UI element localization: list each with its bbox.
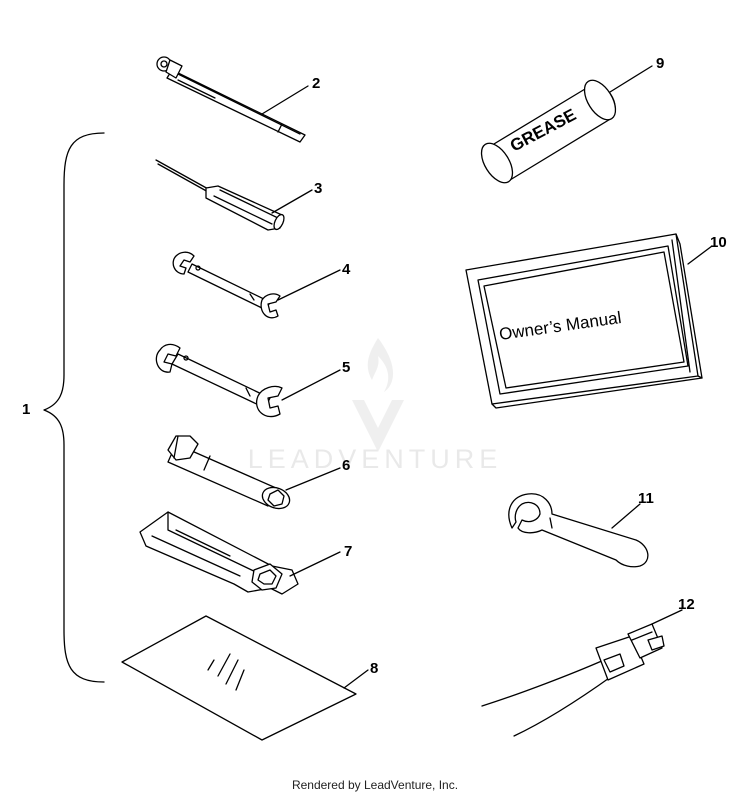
owners-manual: Owner’s Manual (465, 233, 703, 409)
callout-6: 6 (342, 457, 350, 474)
leader-12 (651, 609, 683, 625)
callout-5: 5 (342, 359, 350, 376)
leader-11 (611, 503, 641, 529)
callout-7: 7 (344, 543, 352, 560)
tube-socket-wrench (167, 435, 291, 510)
large-wrench (155, 343, 283, 418)
parts-diagram: LEADVENTURE (22, 55, 727, 741)
leader-5 (281, 369, 341, 401)
grease-tube: GREASE (480, 79, 617, 184)
leader-4 (277, 269, 341, 301)
callout-9: 9 (656, 55, 664, 72)
callout-2: 2 (312, 75, 320, 92)
hook-spanner (508, 493, 649, 568)
callout-12: 12 (678, 596, 695, 613)
small-wrench (172, 251, 281, 319)
leader-8 (343, 669, 369, 689)
callout-3: 3 (314, 180, 322, 197)
watermark-text: LEADVENTURE (248, 444, 503, 474)
kit-brace (43, 132, 105, 683)
leader-10 (687, 245, 713, 265)
gauge-tool (156, 56, 306, 143)
callout-4: 4 (342, 261, 351, 278)
footer-credit: Rendered by LeadVenture, Inc. (291, 778, 459, 792)
screwdriver (155, 159, 285, 231)
leader-6 (285, 467, 341, 491)
callout-1: 1 (22, 401, 30, 418)
callout-11: 11 (638, 490, 654, 507)
callout-8: 8 (370, 660, 378, 677)
callout-10: 10 (710, 234, 727, 251)
leader-7 (289, 551, 341, 577)
tool-bag (121, 615, 357, 741)
wrench-handle (139, 511, 299, 595)
wire-connector (481, 623, 665, 737)
leader-2 (261, 85, 309, 115)
leadventure-watermark: LEADVENTURE (248, 338, 503, 474)
leader-9 (609, 65, 653, 93)
leader-3 (271, 189, 313, 214)
